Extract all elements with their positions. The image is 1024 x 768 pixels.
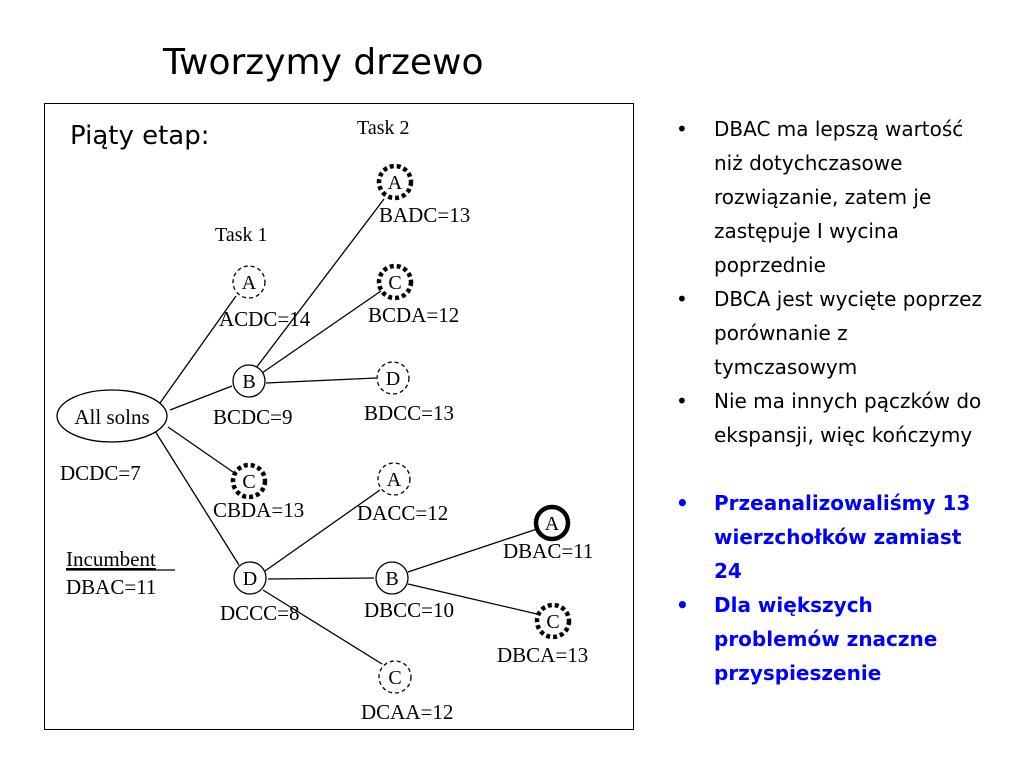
tree-edges xyxy=(154,198,538,665)
node-dc xyxy=(378,660,412,694)
incumbent-heading: Incumbent xyxy=(66,547,156,571)
incumbent-value: DBAC=11 xyxy=(66,575,156,599)
label-da: DACC=12 xyxy=(357,501,448,525)
slide-title: Tworzymy drzewo xyxy=(163,42,484,83)
node-bd xyxy=(376,361,410,395)
node-a1-letter: A xyxy=(242,272,257,294)
task-1-label: Task 1 xyxy=(215,224,267,246)
node-d1 xyxy=(233,561,267,595)
label-bc: BCDA=12 xyxy=(368,303,459,327)
node-c1 xyxy=(230,462,268,500)
label-dba: DBAC=11 xyxy=(503,539,593,563)
edge-b1-bc xyxy=(261,290,382,374)
node-dc-letter: C xyxy=(388,667,401,689)
label-ba: BADC=13 xyxy=(379,203,470,227)
edge-root-d1 xyxy=(154,430,240,566)
edge-b1-bd xyxy=(265,377,377,384)
label-dbc: DBCA=13 xyxy=(497,643,588,667)
node-dba xyxy=(533,504,571,542)
node-d1-letter: D xyxy=(243,568,257,590)
bullet-list: DBAC ma lepszą wartość niż dotychczasowe… xyxy=(676,112,991,690)
node-ba xyxy=(376,163,414,201)
node-dba-letter: A xyxy=(545,513,560,535)
edge-b1-ba xyxy=(255,198,385,369)
node-labels: DCDC=7 ACDC=14 BCDC=9 CBDA=13 DCCC=8 BAD… xyxy=(60,203,593,724)
node-ba-letter: A xyxy=(388,172,403,194)
edge-d1-da xyxy=(264,489,381,572)
node-c1-letter: C xyxy=(242,471,255,493)
label-c1: CBDA=13 xyxy=(213,498,304,522)
node-root-text: All solns xyxy=(74,405,149,429)
label-d1: DCCC=8 xyxy=(220,601,300,625)
node-root xyxy=(56,389,168,443)
node-bc-letter: C xyxy=(388,272,401,294)
edge-d1-dc xyxy=(262,589,383,665)
node-bc xyxy=(376,263,414,301)
node-db xyxy=(375,561,409,595)
edge-root-b1 xyxy=(169,385,233,411)
task-2-label: Task 2 xyxy=(357,117,409,139)
label-dc: DCAA=12 xyxy=(361,700,453,724)
label-root: DCDC=7 xyxy=(60,461,141,485)
bullet-item: DBCA jest wycięte poprzez porównanie z t… xyxy=(676,282,991,384)
edge-db-dbc xyxy=(407,583,538,615)
label-b1: BCDC=9 xyxy=(213,405,293,429)
node-dbc-letter: C xyxy=(546,611,559,633)
node-da xyxy=(377,462,411,496)
label-bd: BDCC=13 xyxy=(364,401,454,425)
node-dbc xyxy=(534,602,572,640)
bullet-item: Nie ma innych pączków do ekspansji, więc… xyxy=(676,384,991,452)
edge-db-dba xyxy=(407,528,538,573)
bullet-item-emphasis: Przeanalizowaliśmy 13 wierzchołków zamia… xyxy=(676,486,991,588)
node-db-letter: B xyxy=(385,568,398,590)
node-b1 xyxy=(232,364,266,398)
edge-root-a1 xyxy=(159,295,237,404)
edge-root-c1 xyxy=(167,426,234,473)
stage-label: Piąty etap: xyxy=(70,121,210,151)
node-da-letter: A xyxy=(387,469,402,491)
node-a1 xyxy=(232,265,266,299)
label-db: DBCC=10 xyxy=(364,598,454,622)
tree-nodes: All solns A B C D A C D A B C A C xyxy=(56,163,572,694)
label-a1: ACDC=14 xyxy=(219,307,311,331)
edge-d1-db xyxy=(267,577,375,580)
node-bd-letter: D xyxy=(386,368,400,390)
bullet-item-emphasis: Dla większych problemów znaczne przyspie… xyxy=(676,588,991,690)
node-b1-letter: B xyxy=(242,371,255,393)
bullet-item: DBAC ma lepszą wartość niż dotychczasowe… xyxy=(676,112,991,282)
